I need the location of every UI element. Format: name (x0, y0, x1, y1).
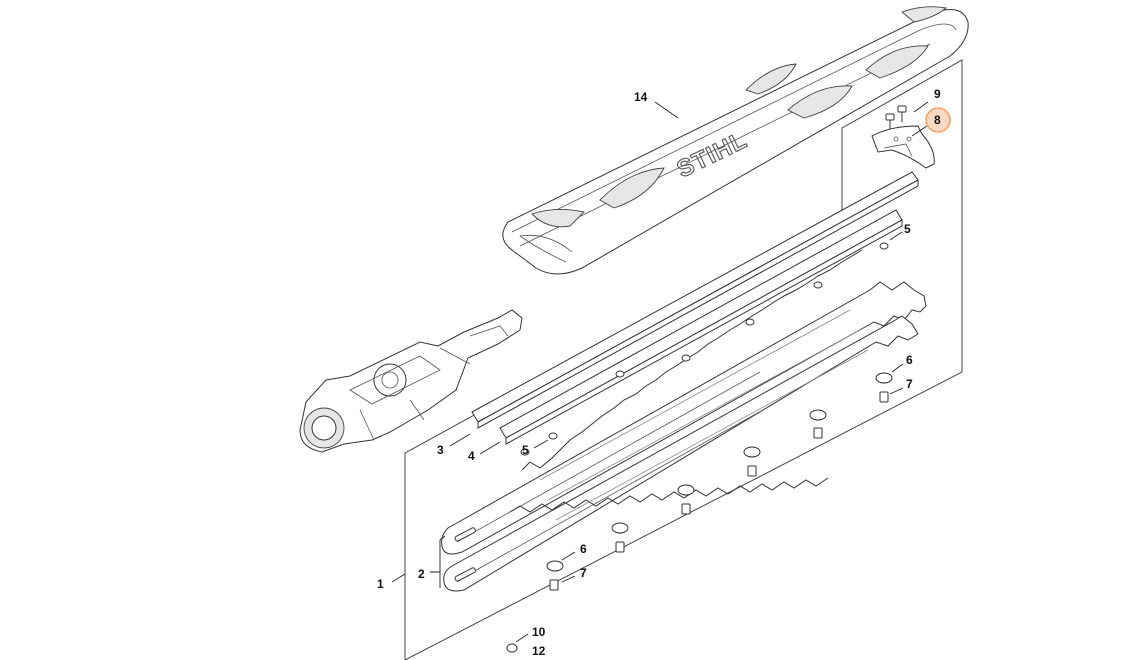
washers-part-6 (546, 372, 893, 572)
blade-guard-part: STIHL (502, 6, 969, 275)
callout-5-bottom[interactable]: 5 (522, 443, 529, 457)
callout-6-bottom[interactable]: 6 (580, 542, 587, 556)
callout-8[interactable]: 8 (934, 113, 941, 127)
callout-4[interactable]: 4 (468, 449, 475, 463)
rail-strip-part-3 (471, 171, 919, 429)
rail-strip-part-4 (499, 209, 903, 445)
callout-10[interactable]: 10 (532, 625, 546, 639)
screws-part-9 (885, 105, 907, 130)
callout-14[interactable]: 14 (634, 90, 648, 104)
gear-housing-part-1 (299, 309, 523, 453)
screws-part-7 (549, 391, 889, 591)
callout-7-bottom[interactable]: 7 (580, 566, 587, 580)
callout-1[interactable]: 1 (377, 577, 384, 591)
callout-7-top[interactable]: 7 (906, 377, 913, 391)
nut-part-10 (506, 643, 518, 653)
callout-6-top[interactable]: 6 (906, 353, 913, 367)
spacers-part-5 (520, 242, 889, 456)
callout-5-top[interactable]: 5 (904, 222, 911, 236)
callout-9[interactable]: 9 (934, 87, 941, 101)
clamp-plate-part-8 (871, 125, 935, 169)
callout-3[interactable]: 3 (437, 443, 444, 457)
callout-highlight-8 (925, 107, 951, 133)
callout-labels: 14 9 8 5 6 7 3 4 5 6 7 2 1 10 12 (377, 87, 941, 658)
callout-12[interactable]: 12 (532, 644, 546, 658)
assembly-frame (404, 59, 963, 660)
leader-lines (391, 101, 929, 643)
callout-2[interactable]: 2 (418, 567, 425, 581)
cutting-blades-part-2 (441, 249, 927, 592)
